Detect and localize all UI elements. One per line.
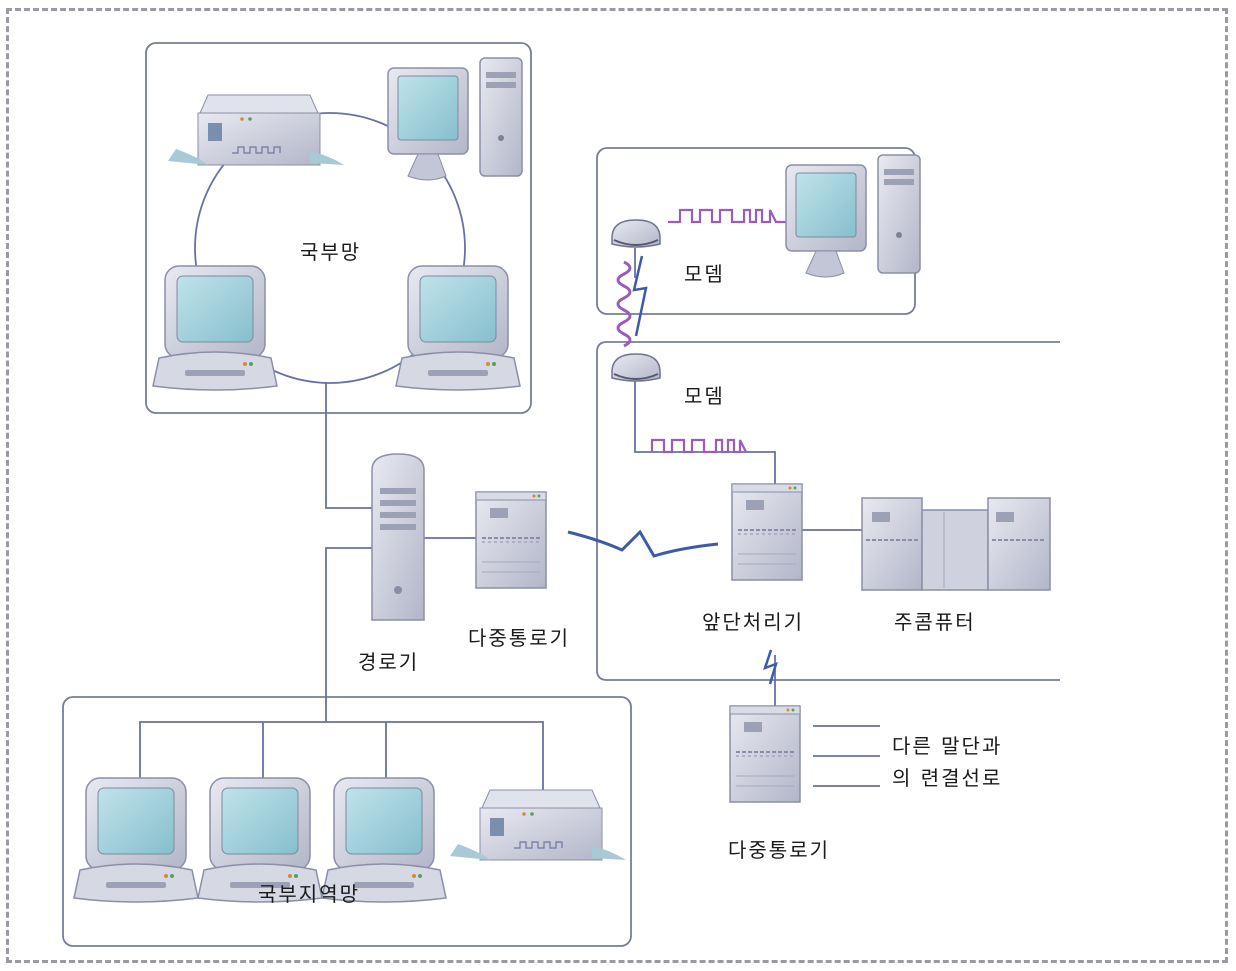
- modem-top: [611, 219, 661, 248]
- modem-signal-wave: [616, 260, 632, 348]
- other-terminals-label-2: 의 련결선로: [892, 766, 1003, 790]
- modem-bottom-label: 모뎀: [684, 384, 725, 408]
- other-terminals-label-1: 다른 말단과: [892, 734, 1003, 758]
- multiplexer-bottom: [729, 705, 801, 803]
- front-end-label: 앞단처리기: [702, 610, 804, 634]
- host-site-box: [596, 341, 1060, 681]
- multiplexer-center: [475, 491, 547, 589]
- wireless-link-terminal: [762, 649, 778, 685]
- multiplexer-bottom-label: 다중통로기: [728, 838, 830, 862]
- wireless-link-modem: [632, 255, 648, 337]
- ring-lan-label: 국부망: [300, 240, 362, 264]
- host-computer: [861, 497, 1051, 591]
- wireless-link-trunk: [567, 529, 719, 558]
- lan-label: 국부지역망: [258, 882, 360, 906]
- lan-terminal-1: [73, 777, 199, 903]
- dashed-frame: [6, 8, 1228, 963]
- multiplexer-center-label: 다중통로기: [468, 626, 570, 650]
- ring-terminal-right: [395, 265, 521, 391]
- modem-bottom: [611, 353, 661, 382]
- front-end-processor: [731, 483, 803, 581]
- host-label: 주콤퓨터: [894, 610, 976, 634]
- modem-top-label: 모뎀: [684, 262, 725, 286]
- digital-signal-bottom: [650, 438, 747, 454]
- router-device: [371, 453, 425, 621]
- router-label: 경로기: [358, 650, 420, 674]
- ring-terminal-left: [152, 265, 278, 391]
- digital-signal-top: [668, 208, 788, 224]
- ring-line: [194, 112, 466, 384]
